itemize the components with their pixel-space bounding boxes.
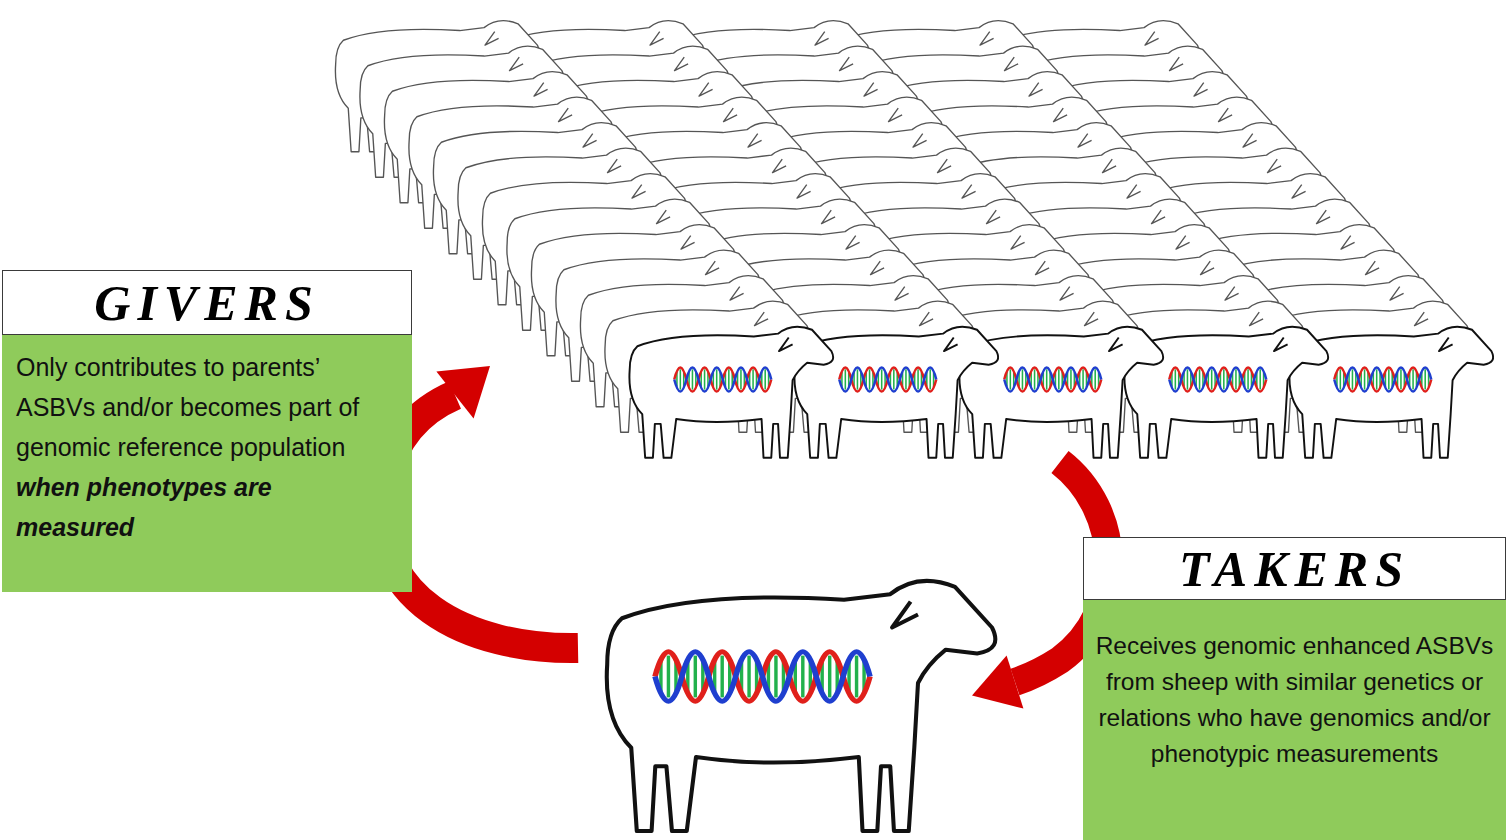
box-heading-panel: TAKERS [1083,537,1506,600]
dna-helix [1004,367,1101,391]
box-body-panel: Only contributes to parents’ ASBVs and/o… [2,335,412,592]
box-body-text: Only contributes to parents’ ASBVs and/o… [16,353,359,461]
dna-helix [839,367,936,391]
dna-helix [655,652,870,701]
box-heading: TAKERS [1179,544,1410,594]
sheep-outline [607,581,996,831]
box-heading: GIVERS [94,278,319,328]
info-box: TAKERS Receives genomic enhanced ASBVs fr… [1083,537,1506,840]
dna-helix [1169,367,1266,391]
sheep-flock [335,21,1493,458]
sheep [629,327,833,458]
box-body-panel: Receives genomic enhanced ASBVs from she… [1083,600,1506,840]
info-box: GIVERS Only contributes to parents’ ASBVs… [2,270,412,592]
sheep-outline [629,327,833,458]
sheep-figure [607,581,996,831]
arrow-head [436,366,490,418]
box-heading-panel: GIVERS [2,270,412,335]
arrow-head [972,655,1023,708]
dna-helix [674,367,771,391]
emphasis-text: when phenotypes are measured [16,467,372,547]
dna-helix [1334,367,1431,391]
box-body-text: Receives genomic enhanced ASBVs from she… [1096,632,1494,767]
